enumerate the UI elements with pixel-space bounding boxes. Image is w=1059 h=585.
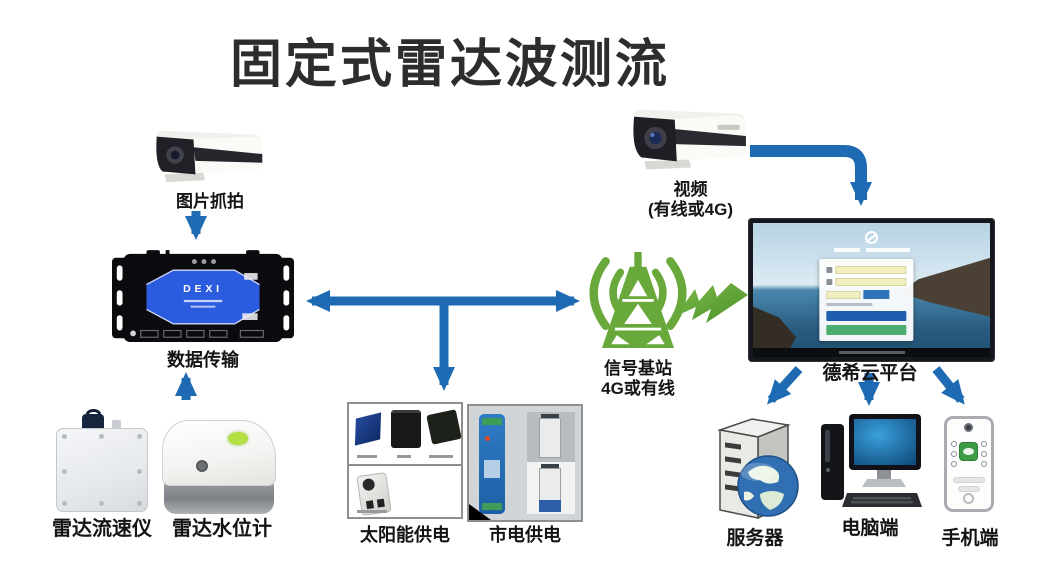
mains-power-label: 市电供电 <box>489 525 561 545</box>
sensor-port <box>196 460 208 472</box>
mains-power-node <box>467 404 583 522</box>
page-title: 固定式雷达波测流 <box>229 36 670 94</box>
signal-tower-icon <box>589 252 687 348</box>
server-node <box>708 412 803 529</box>
mobile-node <box>944 416 994 512</box>
green-indicator <box>228 432 248 445</box>
bullet-camera-icon <box>156 130 263 183</box>
video-camera-node: 视频 (有线或4G) <box>628 102 753 219</box>
dexi-brand-text: DEXI <box>183 283 223 295</box>
data-transfer-node: DEXI 数据传输 <box>112 250 294 371</box>
cloud-platform-node <box>748 218 995 362</box>
register-button <box>825 325 906 336</box>
datalogger-icon: DEXI <box>112 250 294 343</box>
server-label: 服务器 <box>726 528 784 549</box>
login-button <box>825 311 906 322</box>
radar-velocimeter-icon <box>56 428 148 512</box>
radar-level-gauge-label: 雷达水位计 <box>172 518 272 540</box>
data-transfer-label: 数据传输 <box>167 350 239 370</box>
login-panel <box>818 259 913 342</box>
bullet-camera-icon <box>633 109 746 170</box>
home-button <box>963 493 974 504</box>
radar-velocimeter-label: 雷达流速仪 <box>52 518 152 540</box>
radar-velocimeter-node <box>56 409 148 512</box>
pc-label: 电脑端 <box>841 518 899 539</box>
circuit-breaker-icon <box>527 462 575 514</box>
login-screen <box>753 223 990 357</box>
cable-plug <box>82 414 104 432</box>
circuit-breaker-icon <box>527 412 575 464</box>
video-camera-label: 视频 <box>673 180 708 199</box>
platform-logo-icon <box>864 231 878 245</box>
din-power-supply-icon <box>479 414 505 514</box>
solar-power-node <box>347 402 463 519</box>
signal-station-sublabel: 4G或有线 <box>601 378 675 398</box>
desktop-computer-icon <box>821 414 922 507</box>
server-icon <box>717 418 799 520</box>
arrow-video-to-platform <box>750 145 872 206</box>
signal-station-label: 信号基站 <box>604 359 672 378</box>
radar-level-gauge-icon <box>162 420 276 486</box>
charge-controller-icon <box>426 409 462 445</box>
snapshot-camera-node: 图片抓拍 <box>150 124 270 212</box>
mobile-label: 手机端 <box>941 528 999 549</box>
app-icon <box>960 443 977 460</box>
pc-node <box>815 408 927 517</box>
battery-icon <box>391 410 421 448</box>
phone-camera-icon <box>964 423 973 432</box>
cloud-platform-label: 德希云平台 <box>822 363 918 384</box>
signal-station-node: 信号基站 4G或有线 <box>578 248 698 398</box>
solar-panel-icon <box>354 412 382 446</box>
captcha-box <box>862 290 889 300</box>
snapshot-camera-label: 图片抓拍 <box>176 192 244 211</box>
radar-level-gauge-node <box>162 420 276 516</box>
video-camera-sublabel: (有线或4G) <box>648 199 733 219</box>
solar-power-label: 太阳能供电 <box>360 525 450 545</box>
